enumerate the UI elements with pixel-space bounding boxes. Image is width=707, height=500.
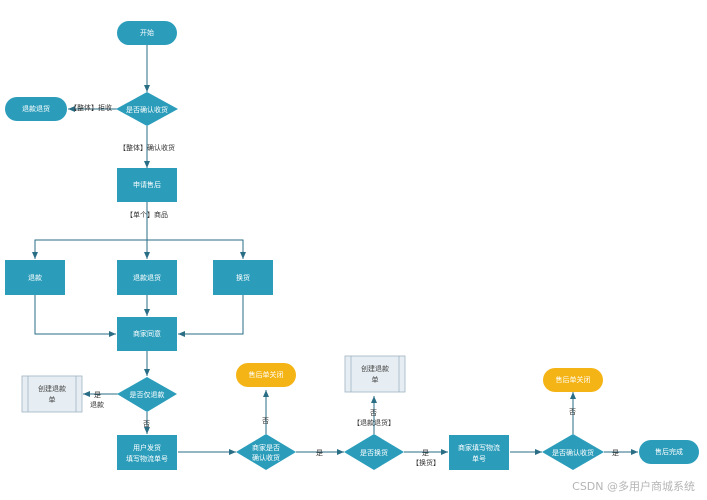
confirm-receipt-1-label: 是否确认收货: [126, 105, 168, 114]
merchant-fill-label-1: 商家填写物流: [458, 443, 500, 452]
edge-label-reject: 拒收: [98, 103, 112, 112]
edge-exchange-to-agree: [178, 295, 244, 337]
merchant-confirm-label-2: 确认收货: [252, 453, 280, 462]
refund-top-node: [5, 97, 67, 121]
create-refund-2-node: [344, 355, 406, 393]
only-refund-label: 是否仅退款: [130, 390, 165, 399]
merchant-agree-label: 商家同意: [133, 329, 161, 338]
merchant-confirm-decision: [236, 434, 296, 470]
start-node: [117, 21, 177, 45]
done-node: [639, 440, 699, 464]
confirm-receipt-1-decision: [116, 92, 178, 126]
edge-label-exchange-branch: 【换货】: [412, 458, 440, 467]
apply-after-sale-node: [117, 168, 177, 202]
user-ship-node: [117, 435, 177, 470]
create-refund-2-label-1: 创建退款: [361, 364, 389, 373]
close-1-node: [236, 363, 296, 387]
edge-label-no-3: 否: [370, 409, 377, 417]
only-refund-decision: [117, 377, 177, 412]
exchange-node: [213, 260, 273, 295]
is-exchange-decision: [344, 434, 404, 470]
done-label: 售后完成: [655, 447, 683, 456]
start-label: 开始: [140, 28, 154, 37]
merchant-confirm-label-1: 商家是否: [252, 443, 280, 452]
merchant-fill-node: [449, 435, 509, 470]
edge-branch-bus: [34, 239, 244, 259]
refund-label: 退款: [28, 273, 42, 282]
create-refund-1-label-2: 单: [49, 395, 56, 404]
edge-label-yes-2: 是: [422, 449, 429, 457]
edge-label-no-4: 否: [569, 408, 576, 416]
merchant-agree-node: [117, 317, 177, 351]
close-2-node: [543, 368, 603, 392]
edge-label-yes-3: 是: [612, 449, 619, 457]
edge-label-whole-confirm: 【整体】确认收货: [119, 143, 175, 152]
apply-after-sale-label: 申请售后: [133, 180, 161, 189]
refund-top-label: 退款退货: [22, 104, 50, 113]
confirm-receipt-2-label: 是否确认收货: [552, 448, 594, 457]
edge-label-yes-refund-2: 退款: [90, 400, 104, 409]
watermark: CSDN @多用户商城系统: [572, 480, 695, 493]
close-1-label: 售后单关闭: [249, 370, 284, 379]
create-refund-2-label-2: 单: [372, 375, 379, 384]
edge-refund-to-agree: [34, 295, 116, 337]
confirm-receipt-2-decision: [542, 434, 604, 470]
refund-return-node: [117, 260, 177, 295]
merchant-fill-label-2: 单号: [472, 454, 486, 463]
create-refund-1-label-1: 创建退款: [38, 384, 66, 393]
create-refund-1-node: [21, 375, 83, 413]
edge-label-whole-bracket: 【整体】: [70, 103, 98, 112]
close-2-label: 售后单关闭: [556, 375, 591, 384]
connectors: [32, 45, 638, 455]
edge-label-single-product: 【单个】商品: [126, 210, 168, 219]
edge-label-yes-refund-1: 是: [94, 391, 101, 399]
edge-label-refund-return-branch: 【退款退货】: [353, 418, 395, 427]
exchange-label: 换货: [236, 273, 250, 282]
user-ship-label-2: 填写物流单号: [126, 454, 168, 463]
edge-label-yes-1: 是: [316, 449, 323, 457]
edge-label-no-1: 否: [143, 420, 150, 428]
edge-label-no-2: 否: [262, 417, 269, 425]
refund-node: [5, 260, 65, 295]
is-exchange-label: 是否换货: [360, 448, 388, 457]
refund-return-label: 退款退货: [133, 273, 161, 282]
user-ship-label-1: 用户发货: [133, 443, 161, 452]
